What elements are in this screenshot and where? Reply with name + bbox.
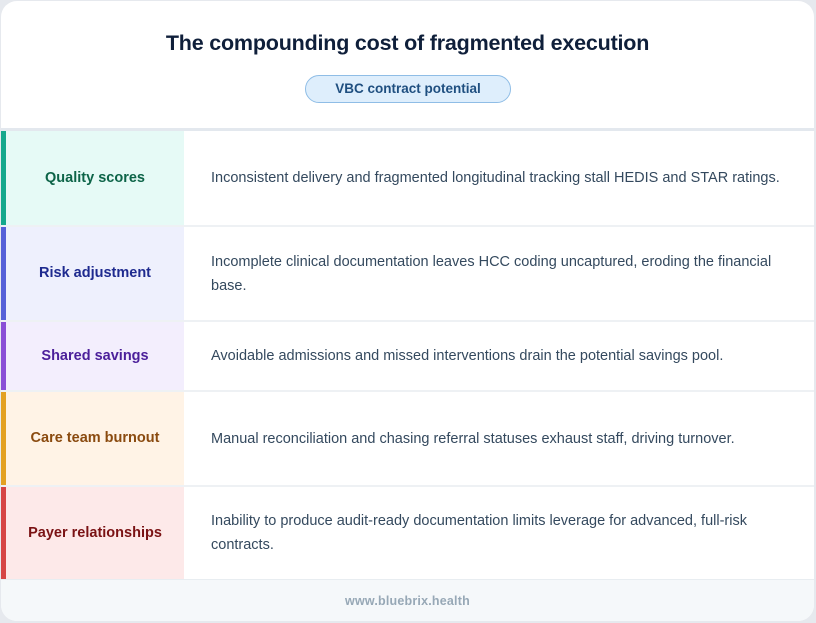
row-label: Quality scores <box>6 131 184 225</box>
row-accent-bar <box>1 487 6 579</box>
row-accent-bar <box>1 131 6 225</box>
row-accent-bar <box>1 227 6 320</box>
row-description: Avoidable admissions and missed interven… <box>211 348 724 364</box>
row-description: Inconsistent delivery and fragmented lon… <box>211 170 780 186</box>
impact-table: Quality scores Inconsistent delivery and… <box>1 131 814 579</box>
header: The compounding cost of fragmented execu… <box>1 1 814 131</box>
row-label: Payer relationships <box>6 487 184 579</box>
table-row-payer-relationships: Payer relationships Inability to produce… <box>1 487 814 579</box>
footer: www.bluebrix.health <box>1 579 814 621</box>
table-row-care-team-burnout: Care team burnout Manual reconciliation … <box>1 392 814 487</box>
category-badge: VBC contract potential <box>305 75 511 103</box>
row-label: Care team burnout <box>6 392 184 485</box>
row-description: Inability to produce audit-ready documen… <box>211 513 747 553</box>
row-description: Manual reconciliation and chasing referr… <box>211 430 735 447</box>
table-row-shared-savings: Shared savings Avoidable admissions and … <box>1 322 814 392</box>
row-label: Shared savings <box>6 322 184 390</box>
row-label: Risk adjustment <box>6 227 184 320</box>
page-title: The compounding cost of fragmented execu… <box>165 31 650 55</box>
divider <box>1 128 814 131</box>
row-accent-bar <box>1 322 6 390</box>
row-accent-bar <box>1 392 6 485</box>
table-row-risk-adjustment: Risk adjustment Incomplete clinical docu… <box>1 227 814 322</box>
table-row-quality-scores: Quality scores Inconsistent delivery and… <box>1 131 814 227</box>
row-description: Incomplete clinical documentation leaves… <box>211 253 772 294</box>
website-link[interactable]: www.bluebrix.health <box>345 594 470 608</box>
